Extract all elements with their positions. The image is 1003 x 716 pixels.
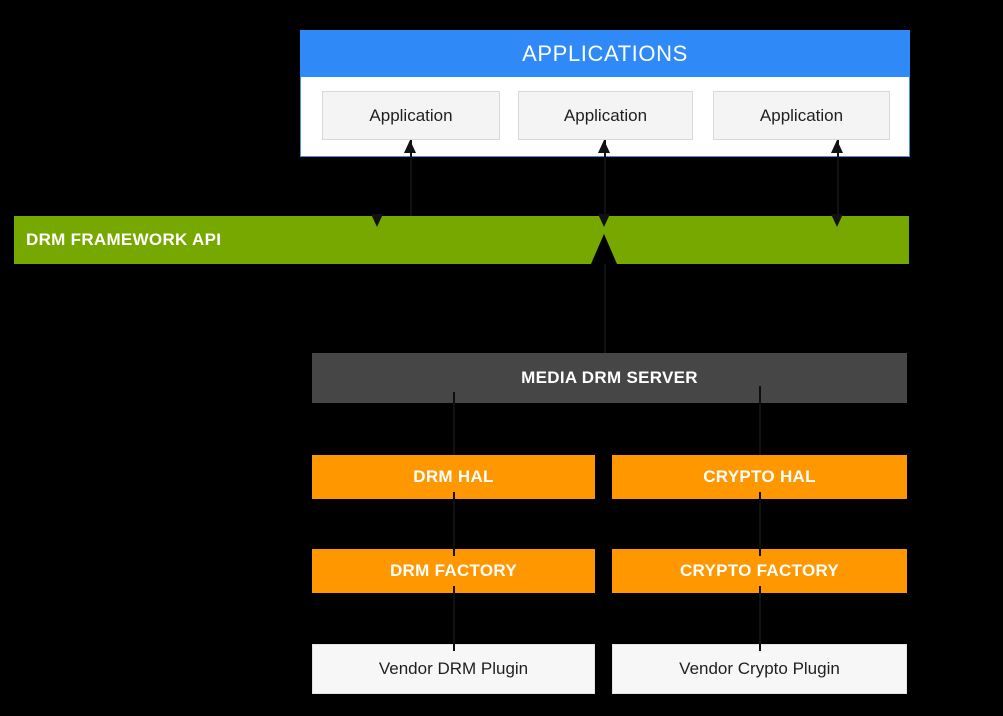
connector-crypto-hal-crypto-factory: [759, 494, 761, 554]
stub-crypto-factory-top: [759, 549, 761, 556]
arrow-down-into-framework-1: [371, 214, 383, 227]
vendor-crypto-plugin-box[interactable]: Vendor Crypto Plugin: [612, 644, 907, 694]
drm-factory-box[interactable]: DRM FACTORY: [312, 549, 595, 593]
stub-crypto-factory-bottom: [759, 586, 761, 593]
connector-drm-hal-drm-factory: [453, 494, 455, 554]
stub-server-to-crypto-hal: [759, 386, 761, 403]
stub-drm-factory-top: [453, 549, 455, 556]
stub-server-to-drm-hal: [453, 392, 455, 403]
stub-drm-hal-bottom: [453, 492, 455, 499]
crypto-factory-box[interactable]: CRYPTO FACTORY: [612, 549, 907, 593]
application-box-2[interactable]: Application: [518, 91, 693, 140]
drm-framework-api-band: DRM FRAMEWORK API: [14, 216, 909, 264]
crypto-hal-box[interactable]: CRYPTO HAL: [612, 455, 907, 499]
connector-crypto-factory-vendor-crypto-plugin: [759, 588, 761, 650]
stub-vendor-crypto-plugin-top: [759, 644, 761, 651]
stub-vendor-drm-plugin-top: [453, 644, 455, 651]
arrow-up-to-application-1: [404, 140, 416, 153]
connector-framework-media-drm-server: [604, 240, 606, 360]
arrow-up-from-media-drm-server: [591, 234, 617, 264]
connector-app3-framework: [837, 140, 839, 226]
application-box-3[interactable]: Application: [713, 91, 890, 140]
connector-drm-factory-vendor-drm-plugin: [453, 588, 455, 650]
arrow-down-into-framework-3: [831, 214, 843, 227]
drm-hal-box[interactable]: DRM HAL: [312, 455, 595, 499]
vendor-drm-plugin-box[interactable]: Vendor DRM Plugin: [312, 644, 595, 694]
stub-crypto-hal-bottom: [759, 492, 761, 499]
media-drm-server-box[interactable]: MEDIA DRM SERVER: [312, 353, 907, 403]
application-box-1[interactable]: Application: [322, 91, 500, 140]
stub-drm-factory-bottom: [453, 586, 455, 593]
arrow-up-to-application-3: [831, 140, 843, 153]
applications-header: APPLICATIONS: [300, 30, 910, 77]
arrow-down-into-framework-2: [598, 214, 610, 227]
connector-server-drm-hal: [453, 398, 455, 460]
arrow-up-to-application-2: [598, 140, 610, 153]
connector-server-crypto-hal: [759, 398, 761, 460]
connector-app2-framework: [604, 140, 606, 226]
connector-app1-framework: [410, 140, 412, 226]
